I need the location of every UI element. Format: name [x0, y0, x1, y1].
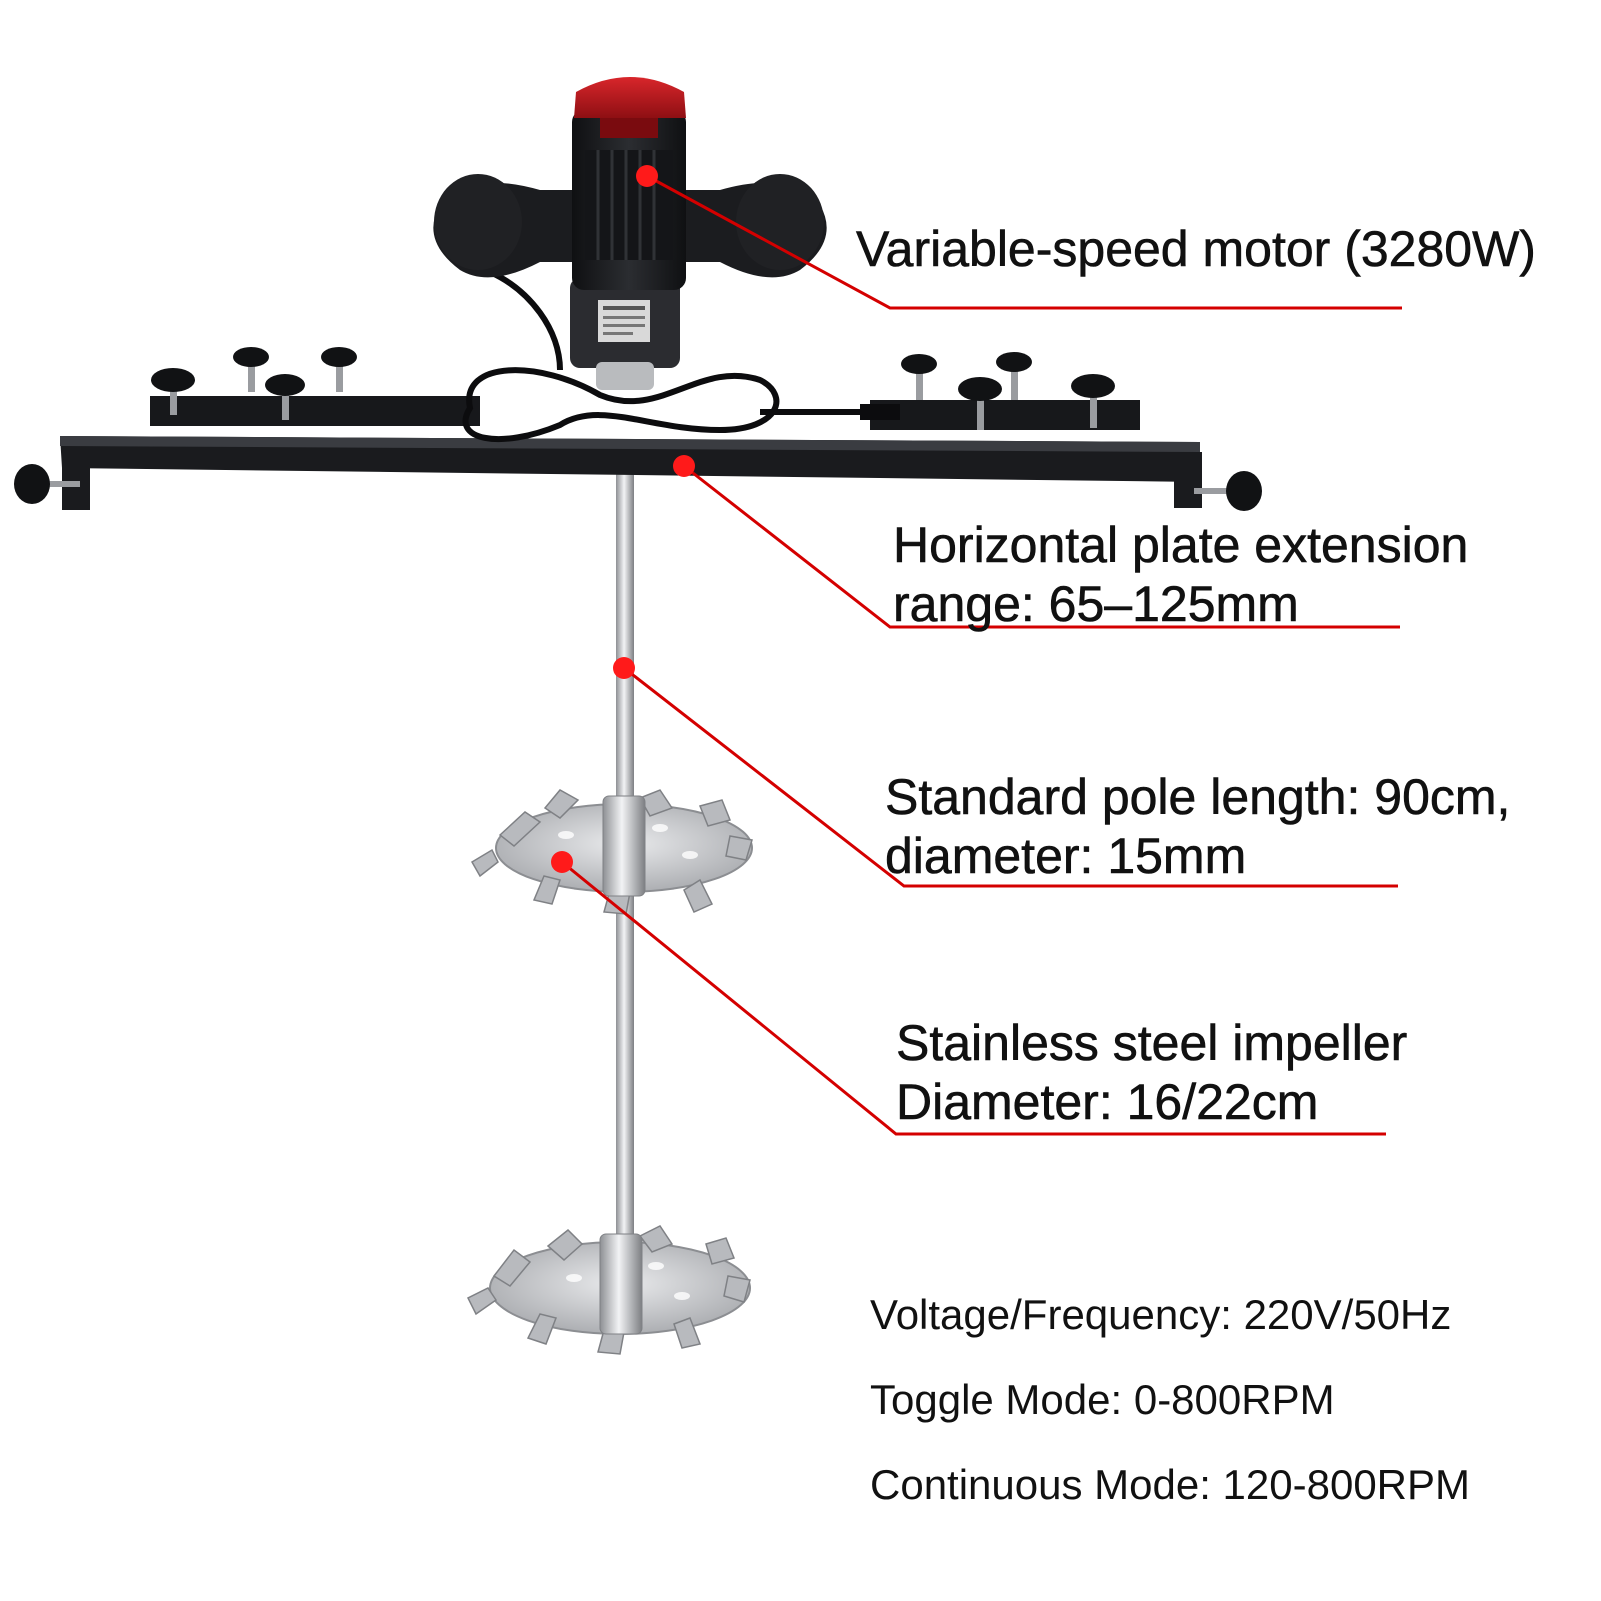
power-cord	[462, 269, 900, 443]
horizontal-plate	[60, 396, 1202, 510]
clamp-knobs	[14, 347, 1262, 511]
callout-dots	[551, 165, 695, 873]
pole-callout-line2: diameter: 15mm	[885, 828, 1247, 885]
spec-toggle-mode: Toggle Mode: 0-800RPM	[870, 1376, 1335, 1423]
plate-callout-line1: Horizontal plate extension	[893, 517, 1469, 574]
motor-callout: Variable-speed motor (3280W)	[856, 221, 1537, 278]
motor	[433, 77, 827, 390]
spec-continuous-mode: Continuous Mode: 120-800RPM	[870, 1461, 1471, 1508]
impeller-callout-line2: Diameter: 16/22cm	[896, 1074, 1319, 1131]
plate-callout-line2: range: 65–125mm	[893, 576, 1299, 633]
lower-impeller	[466, 1225, 751, 1355]
upper-impeller	[470, 789, 753, 915]
pole-callout-line1: Standard pole length: 90cm,	[885, 769, 1511, 826]
spec-voltage: Voltage/Frequency: 220V/50Hz	[870, 1291, 1452, 1338]
impeller-callout-line1: Stainless steel impeller	[896, 1015, 1408, 1072]
leader-lines	[561, 174, 1402, 1136]
